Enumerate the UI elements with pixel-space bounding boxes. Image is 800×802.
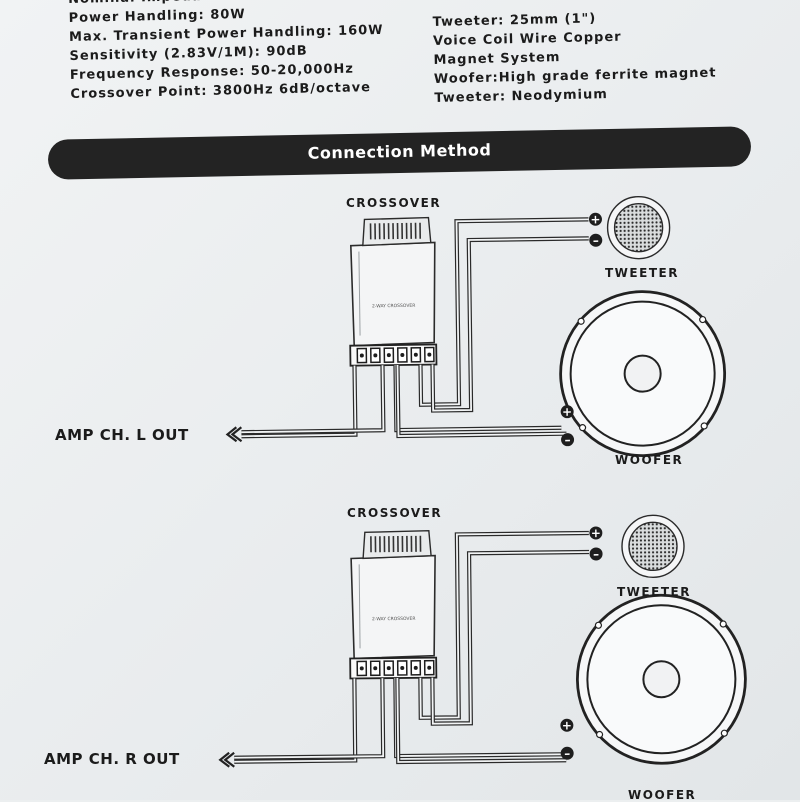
crossover-body [351,556,436,659]
crossover-model-text: 2-WAY CROSSOVER [372,303,416,310]
woofer-mount-hole-icon [578,318,584,324]
minus-sign: – [593,233,599,247]
wire-amp-plus-core [241,365,384,432]
wire-tweeter-minus [431,552,591,724]
crossover-label: CROSSOVER [346,196,441,210]
amp-left-label: AMP CH. L OUT [55,426,189,444]
woofer-mount-hole-icon [700,317,706,323]
woofer-dustcap [643,661,679,697]
minus-sign: – [564,433,570,447]
right-channel-diagram: 2-WAY CROSSOVER + – + – [218,514,747,767]
wire-amp-plus [233,678,383,758]
wire-amp-plus-core [233,678,383,758]
tweeter-grille [614,203,663,252]
woofer-icon [559,290,725,456]
amp-right-label: AMP CH. R OUT [44,750,180,768]
wire-tweeter-plus [419,533,591,718]
wire-amp-plus [241,365,384,432]
crossover-label: CROSSOVER [347,506,442,520]
woofer-mount-hole-icon [595,622,601,628]
left-channel-diagram: 2-WAY CROSSOVER + – + – [224,195,726,461]
woofer-icon [577,594,747,764]
woofer-mount-hole-icon [721,730,727,736]
tweeter-label: TWEETER [605,266,679,280]
minus-sign: – [564,746,570,760]
woofer-mount-hole-icon [597,731,603,737]
plus-sign: + [590,212,600,226]
woofer-mount-hole-icon [580,425,586,431]
wire-tweeter-plus-core [419,533,591,718]
plus-sign: + [562,718,572,732]
wire-tweeter-minus-core [431,552,591,724]
woofer-mount-hole-icon [720,621,726,627]
wire-amp-minus-core [233,678,355,761]
tweeter-label: TWEETER [617,585,691,599]
crossover-unit: 2-WAY CROSSOVER [349,531,437,679]
wire-amp-minus [241,366,356,437]
crossover-model-text: 2-WAY CROSSOVER [372,616,416,622]
woofer-dustcap [624,355,660,391]
woofer-label: WOOFER [615,453,683,467]
plus-sign: + [562,405,572,419]
minus-sign: – [593,547,599,561]
wire-amp-minus-core [241,366,356,437]
crossover-unit: 2-WAY CROSSOVER [348,218,436,366]
crossover-body [351,243,436,346]
wire-amp-minus [233,678,355,761]
tweeter-grille [629,522,678,571]
woofer-mount-hole-icon [701,423,707,429]
plus-sign: + [591,526,601,540]
